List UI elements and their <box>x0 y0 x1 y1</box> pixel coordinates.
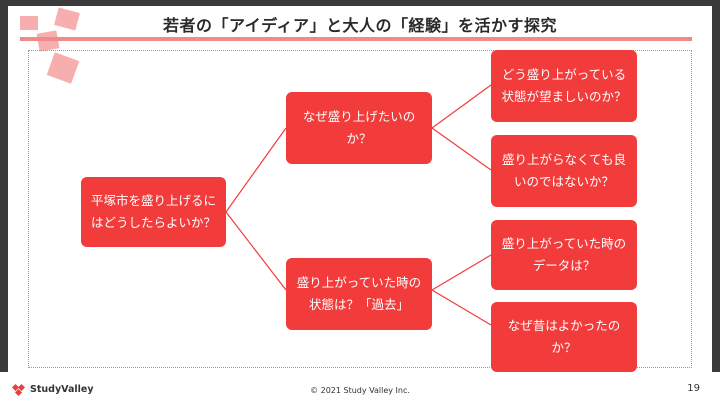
root-node: 平塚市を盛り上げるにはどうしたらよいか？ <box>81 177 226 247</box>
node-text-line: 盛り上がっていた時の <box>296 275 422 290</box>
copyright-text: © 2021 Study Valley Inc. <box>310 386 410 395</box>
node-text-line: はどうしたらよいか？ <box>90 215 216 230</box>
node-text-line: か？ <box>346 131 372 146</box>
slide-title: 若者の「アイディア」と大人の「経験」を活かす探究 <box>162 16 558 35</box>
studyvalley-logo-icon <box>12 383 26 396</box>
node-text-line: データは？ <box>532 258 596 273</box>
node-text-line: 状態が望ましいのか？ <box>501 89 627 104</box>
connector-line <box>431 84 492 129</box>
node-text-line: いのではないか？ <box>513 174 614 189</box>
connector-line <box>431 289 492 326</box>
leaf-node: 盛り上がっていた時のデータは？ <box>491 220 637 290</box>
branch-node: 盛り上がっていた時の状態は？「過去」 <box>286 258 432 330</box>
node-text-line: どう盛り上がっている <box>501 67 627 82</box>
brand-name: StudyValley <box>30 383 94 395</box>
branch-node: なぜ盛り上げたいのか？ <box>286 92 432 164</box>
node-text-line: 盛り上がっていた時の <box>501 236 627 251</box>
node-text-line: なぜ盛り上げたいの <box>302 109 416 124</box>
node-text-line: なぜ昔はよかったの <box>507 318 621 333</box>
slide-footer <box>0 372 720 408</box>
node-text-line: 平塚市を盛り上げるに <box>90 193 216 208</box>
decorative-square <box>20 16 38 30</box>
node-text-line: 状態は？「過去」 <box>308 297 409 312</box>
connector-line <box>225 211 287 291</box>
page-number: 19 <box>687 383 700 394</box>
content-frame <box>28 50 692 368</box>
brand-logo: StudyValley <box>12 382 94 396</box>
connector-line <box>225 127 287 213</box>
connector-line <box>431 127 492 171</box>
connector-line <box>431 254 492 291</box>
node-text-line: か？ <box>551 340 577 355</box>
node-text-line: 盛り上がらなくても良 <box>501 152 626 167</box>
title-underline <box>20 37 692 41</box>
leaf-node: どう盛り上がっている状態が望ましいのか？ <box>491 50 637 122</box>
leaf-node: なぜ昔はよかったのか？ <box>491 302 637 372</box>
leaf-node: 盛り上がらなくても良いのではないか？ <box>491 135 637 207</box>
